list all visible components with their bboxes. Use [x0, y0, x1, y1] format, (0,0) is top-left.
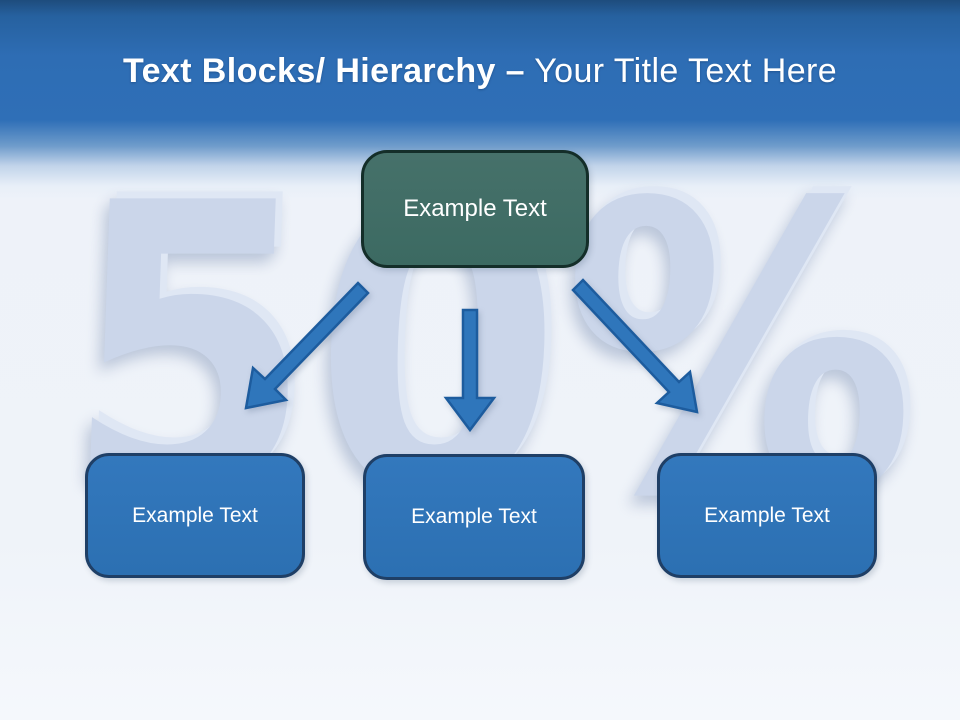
title-regular-segment: Your Title Text Here — [524, 52, 838, 90]
child-text-block-2: Example Text — [363, 454, 585, 580]
parent-block-label: Example Text — [403, 195, 547, 222]
child-block-label: Example Text — [132, 503, 258, 527]
parent-text-block: Example Text — [361, 150, 589, 268]
arrow-down-icon — [443, 308, 497, 433]
child-block-label: Example Text — [704, 503, 830, 527]
page-title: Text Blocks/ Hierarchy – Your Title Text… — [0, 0, 960, 91]
child-block-label: Example Text — [411, 505, 537, 528]
child-text-block-3: Example Text — [657, 453, 877, 578]
arrow-down-right-icon — [571, 278, 699, 414]
child-text-block-1: Example Text — [85, 453, 305, 578]
arrow-down-left-icon — [244, 281, 370, 410]
title-bold-segment: Text Blocks/ Hierarchy – — [122, 52, 525, 90]
